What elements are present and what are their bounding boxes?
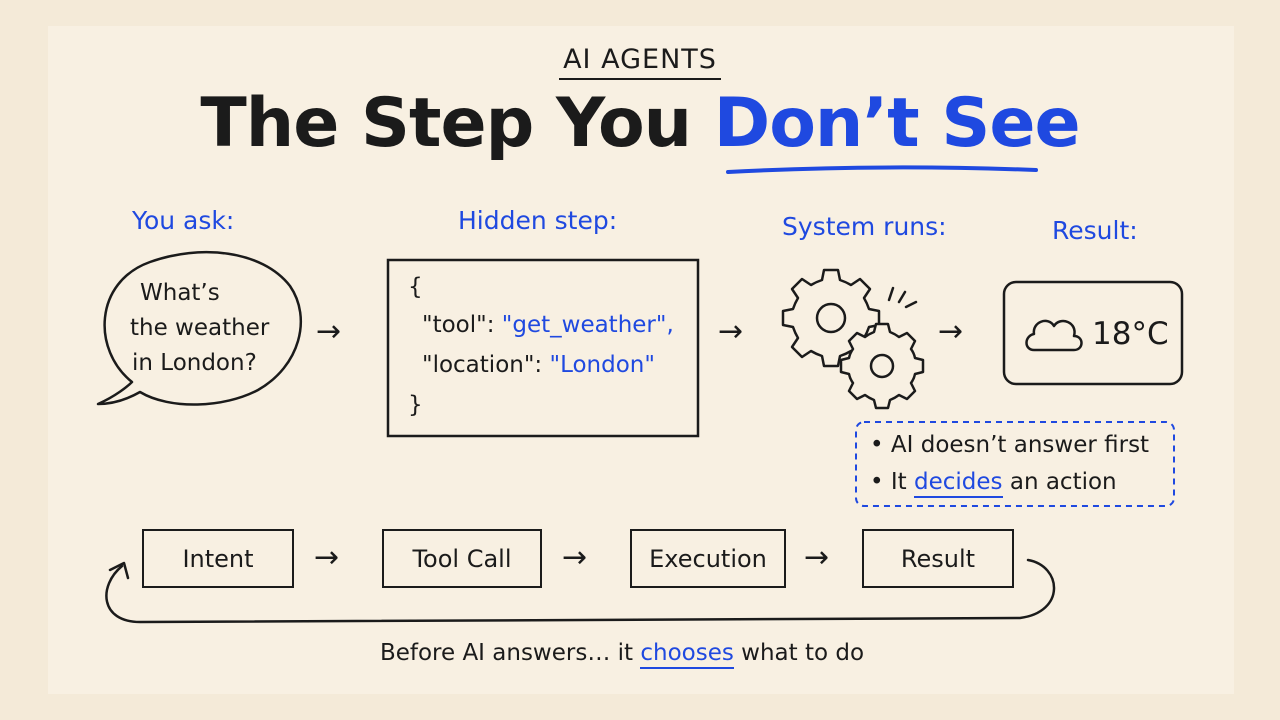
title-accent: Don’t See xyxy=(713,84,1081,163)
note-highlight: decides xyxy=(914,469,1003,498)
small-gear-icon xyxy=(839,322,925,410)
temperature-value: 18°C xyxy=(1092,316,1169,352)
kicker: AI AGENTS xyxy=(0,44,1280,80)
note-bullet-1: • AI doesn’t answer first xyxy=(870,432,1150,458)
title-main: The Step You xyxy=(200,84,714,163)
label-result: Result: xyxy=(1052,216,1138,245)
arrow-right-icon: → xyxy=(804,540,830,575)
code-value-location: "London" xyxy=(549,352,655,378)
code-box xyxy=(386,258,700,438)
flow-box-intent: Intent xyxy=(142,529,294,588)
cloud-icon xyxy=(1025,319,1083,352)
speech-bubble xyxy=(96,250,303,406)
flow-box-tool-call: Tool Call xyxy=(382,529,542,588)
code-close-brace: } xyxy=(408,392,423,418)
bubble-line-3: in London? xyxy=(132,350,257,376)
arrow-right-icon: → xyxy=(314,540,340,575)
bubble-line-2: the weather xyxy=(130,315,270,341)
footer-highlight: chooses xyxy=(640,640,734,669)
flow-box-result: Result xyxy=(862,529,1014,588)
arrow-right-icon: → xyxy=(938,314,964,349)
result-box xyxy=(1002,280,1184,386)
title-underline xyxy=(726,165,1038,174)
label-system-runs: System runs: xyxy=(782,212,947,241)
code-line-1: "tool": "get_weather", xyxy=(422,312,674,338)
label-you-ask: You ask: xyxy=(132,206,235,235)
label-hidden-step: Hidden step: xyxy=(458,206,618,235)
arrow-right-icon: → xyxy=(316,314,342,349)
motion-lines xyxy=(887,286,918,309)
note-bullet-2: • It decides an action xyxy=(870,469,1117,498)
loop-arrowhead xyxy=(108,561,130,580)
page-title: The Step You Don’t See xyxy=(0,84,1280,163)
arrow-right-icon: → xyxy=(562,540,588,575)
code-open-brace: { xyxy=(408,274,423,300)
loop-arrow xyxy=(105,558,1056,624)
bullet-icon: • xyxy=(870,432,891,458)
code-value-tool: "get_weather", xyxy=(501,312,674,338)
footer-caption: Before AI answers… it chooses what to do xyxy=(0,640,1244,669)
code-line-2: "location": "London" xyxy=(422,352,655,378)
code-key-tool: "tool": xyxy=(422,312,502,338)
code-key-location: "location": xyxy=(422,352,550,378)
bubble-line-1: What’s xyxy=(140,280,220,306)
flow-box-execution: Execution xyxy=(630,529,786,588)
bullet-icon: • xyxy=(870,469,891,495)
arrow-right-icon: → xyxy=(718,314,744,349)
